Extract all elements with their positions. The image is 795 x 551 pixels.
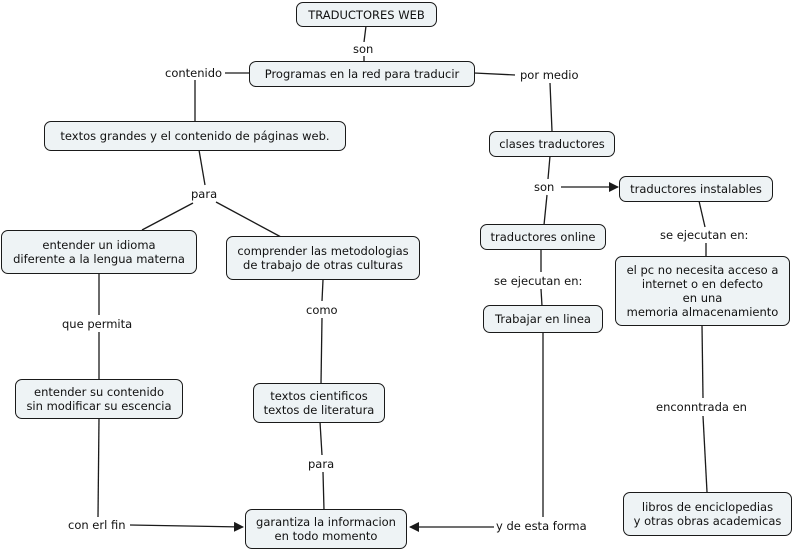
node-entender-contenido[interactable]: entender su contenido sin modificar su e… <box>15 379 183 419</box>
line-para-entender <box>141 202 194 231</box>
link-label-se-ejecutan-instalables: se ejecutan en: <box>659 228 750 242</box>
line-clases-son <box>547 155 551 180</box>
link-label-son-clases: son <box>533 180 556 194</box>
link-label-se-ejecutan-online: se ejecutan en: <box>493 274 584 288</box>
link-label-para: para <box>190 187 219 201</box>
link-label-y-de-esta-forma: y de esta forma <box>495 519 588 533</box>
node-traductores-instalables[interactable]: traductores instalables <box>619 176 773 202</box>
node-textos-grandes[interactable]: textos grandes y el contenido de páginas… <box>44 121 346 151</box>
line-enconntrada-libros <box>702 415 708 493</box>
node-traductores-web[interactable]: TRADUCTORES WEB <box>296 2 437 27</box>
link-label-como: como <box>305 303 339 317</box>
link-label-para-2: para <box>307 457 336 471</box>
node-programas[interactable]: Programas en la red para traducir <box>249 61 475 87</box>
node-clases-traductores[interactable]: clases traductores <box>489 131 615 157</box>
line-textos-para <box>198 149 206 186</box>
line-comprender-como <box>321 279 324 302</box>
node-entender-idioma[interactable]: entender un idioma diferente a la lengua… <box>1 230 197 274</box>
link-label-contenido: contenido <box>164 66 224 80</box>
line-traductores-son <box>363 25 367 43</box>
line-contenido-conerl <box>97 417 100 518</box>
link-label-enconntrada-en: enconntrada en <box>655 400 748 414</box>
node-garantiza[interactable]: garantiza la informacion en todo momento <box>245 509 407 549</box>
line-son-online <box>543 194 548 226</box>
line-conerl-garantiza <box>129 521 244 532</box>
node-traductores-online[interactable]: traductores online <box>480 224 606 250</box>
line-pc-enconntrada <box>701 324 704 399</box>
line-como-textos <box>320 317 323 385</box>
node-libros[interactable]: libros de enciclopedias y otras obras ac… <box>623 492 792 536</box>
line-instalables-seejecutan <box>698 200 706 228</box>
node-comprender-metodologias[interactable]: comprender las metodologias de trabajo d… <box>226 236 420 280</box>
link-label-con-erl-fin: con erl fin <box>67 518 127 532</box>
link-label-son: son <box>352 42 375 56</box>
node-pc-no-necesita[interactable]: el pc no necesita acceso a internet o en… <box>615 256 790 326</box>
link-label-que-permita: que permita <box>61 317 134 331</box>
line-programas-pormedio <box>473 72 516 76</box>
line-textoscient-para <box>319 421 323 456</box>
line-pormedio-clases <box>549 82 553 132</box>
node-textos-cientificos[interactable]: textos cientificos textos de literatura <box>253 383 385 423</box>
line-para-garantiza <box>322 471 325 511</box>
node-trabajar-en-linea[interactable]: Trabajar en linea <box>483 305 603 333</box>
line-para-comprender <box>215 201 282 238</box>
line-seejecutan-trabajar <box>540 288 543 307</box>
link-label-por-medio: por medio <box>519 68 580 82</box>
